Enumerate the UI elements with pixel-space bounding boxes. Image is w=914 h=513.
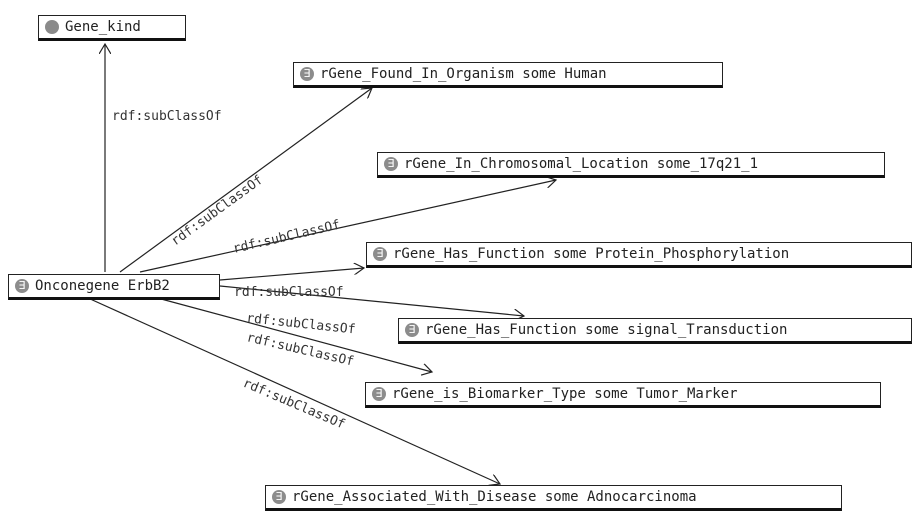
node-onconegene-label: Onconegene ErbB2	[35, 278, 170, 294]
edge-to-transduction	[219, 285, 524, 316]
node-biomarker[interactable]: ∃ rGene_is_Biomarker_Type some Tumor_Mar…	[365, 382, 881, 408]
node-organism[interactable]: ∃ rGene_Found_In_Organism some Human	[293, 62, 723, 88]
edge-label-phosphorylation: rdf:subClassOf	[234, 285, 344, 300]
edge-to-organism	[119, 88, 372, 273]
node-transduction-label: rGene_Has_Function some signal_Transduct…	[425, 322, 788, 338]
node-disease-label: rGene_Associated_With_Disease some Adnoc…	[292, 489, 697, 505]
node-onconegene[interactable]: ∃ Onconegene ErbB2	[8, 274, 220, 300]
existential-icon: ∃	[372, 387, 386, 401]
node-disease[interactable]: ∃ rGene_Associated_With_Disease some Adn…	[265, 485, 842, 511]
node-phosphorylation[interactable]: ∃ rGene_Has_Function some Protein_Phosph…	[366, 242, 912, 268]
edge-to-chromosomal	[139, 180, 556, 273]
node-chromosomal-label: rGene_In_Chromosomal_Location some_17q21…	[404, 156, 759, 172]
existential-icon: ∃	[373, 247, 387, 261]
node-transduction[interactable]: ∃ rGene_Has_Function some signal_Transdu…	[398, 318, 912, 344]
existential-icon: ∃	[300, 67, 314, 81]
node-biomarker-label: rGene_is_Biomarker_Type some Tumor_Marke…	[392, 386, 738, 402]
edge-label-disease: rdf:subClassOf	[240, 376, 347, 433]
existential-icon: ∃	[384, 157, 398, 171]
edge-to-phosphorylation	[219, 268, 364, 281]
class-circle-icon	[45, 20, 59, 34]
existential-icon: ∃	[405, 323, 419, 337]
edge-label-chromosomal: rdf:subClassOf	[232, 218, 342, 257]
existential-icon: ∃	[15, 279, 29, 293]
node-gene-kind-label: Gene_kind	[65, 19, 141, 35]
node-organism-label: rGene_Found_In_Organism some Human	[320, 66, 607, 82]
node-phosphorylation-label: rGene_Has_Function some Protein_Phosphor…	[393, 246, 790, 262]
existential-icon: ∃	[272, 490, 286, 504]
node-gene-kind[interactable]: Gene_kind	[38, 15, 186, 41]
node-chromosomal[interactable]: ∃ rGene_In_Chromosomal_Location some_17q…	[377, 152, 885, 178]
edge-to-biomarker	[149, 295, 432, 372]
edge-to-disease	[87, 297, 500, 484]
edge-label-gene-kind: rdf:subClassOf	[112, 109, 222, 124]
